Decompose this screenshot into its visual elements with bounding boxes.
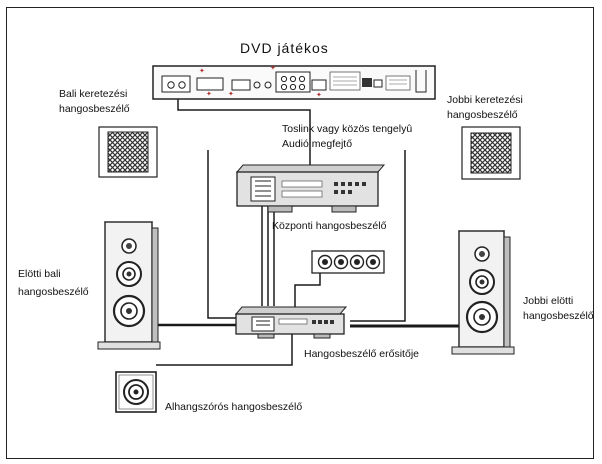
- amplifier-label: Hangosbeszélő erősitője: [304, 348, 419, 360]
- center-speaker-label: Központi hangosbeszélő: [272, 220, 387, 232]
- decoder-label-line2: Audió megfejtő: [282, 138, 353, 150]
- center-speaker: [311, 250, 385, 274]
- svg-text:✦: ✦: [228, 90, 234, 98]
- svg-text:✦: ✦: [316, 91, 322, 99]
- svg-text:✦: ✦: [206, 90, 212, 98]
- dvd-player: ✦ ✦ ✦ ✦ ✦: [152, 64, 436, 100]
- front-right-speaker: [451, 230, 515, 355]
- subwoofer-cable: [156, 334, 293, 366]
- dvd-to-decoder-cable: [177, 98, 311, 170]
- front-right-label-line1: Jobbi elötti: [523, 295, 574, 307]
- diagram-title: DVD játékos: [240, 40, 329, 56]
- decoder-label-line1: Toslink vagy közös tengelyû: [282, 123, 413, 135]
- front-left-speaker: [97, 221, 161, 350]
- subwoofer: [115, 371, 157, 413]
- rear-right-label-line1: Jobbi keretezési: [447, 94, 523, 106]
- audio-decoder: [235, 164, 386, 213]
- center-speaker-cable: [294, 265, 321, 308]
- rear-left-speaker: [98, 126, 158, 178]
- svg-text:✦: ✦: [199, 67, 205, 75]
- rear-right-speaker: [461, 126, 521, 180]
- cables: [152, 98, 462, 366]
- subwoofer-label: Alhangszórós hangosbeszélő: [165, 401, 303, 413]
- diagram-frame: [6, 7, 594, 459]
- rear-right-cable: [350, 150, 406, 322]
- rear-right-label-line2: hangosbeszélő: [447, 109, 518, 121]
- rear-left-label-line2: hangosbeszélő: [59, 103, 130, 115]
- rear-left-label-line1: Bali keretezési: [59, 88, 128, 100]
- front-left-label-line2: hangosbeszélő: [18, 286, 89, 298]
- speaker-amplifier: [234, 306, 348, 339]
- front-right-label-line2: hangosbeszélő: [523, 310, 594, 322]
- rear-left-cable: [207, 150, 240, 319]
- front-left-label-line1: Elötti bali: [18, 268, 61, 280]
- svg-text:✦: ✦: [270, 64, 276, 72]
